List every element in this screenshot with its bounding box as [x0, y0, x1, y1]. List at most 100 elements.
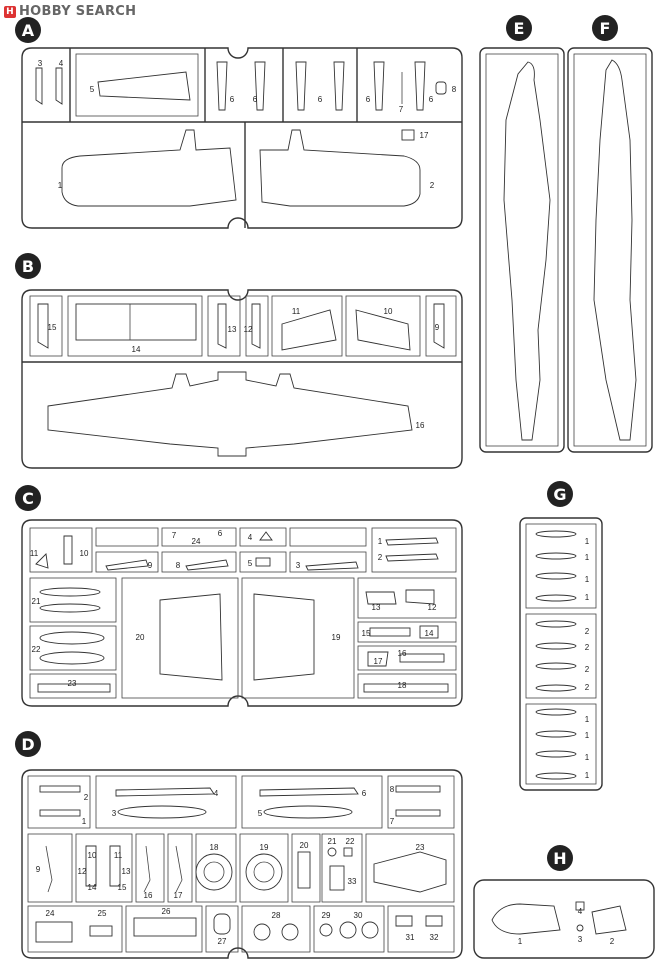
sprue-a-badge	[15, 17, 41, 43]
part-label-b9: 9	[435, 323, 440, 332]
part-c13	[365, 591, 397, 605]
part-label-g1: 1	[585, 593, 590, 602]
part-label-c11: 11	[30, 549, 39, 558]
watermark-text: HOBBY SEARCH	[19, 4, 137, 19]
part-label-c2: 2	[378, 553, 383, 562]
part-label-d1: 1	[82, 817, 87, 826]
part-d26	[133, 917, 197, 937]
part-b16	[47, 371, 413, 457]
part-label-d4: 4	[214, 789, 219, 798]
part-f-fuselage	[593, 59, 637, 441]
sprue-b: B	[15, 253, 463, 469]
part-d23	[373, 851, 447, 893]
part-label-g2: 2	[585, 665, 590, 674]
sprue-b-letter: B	[22, 257, 34, 276]
part-label-d17: 17	[174, 891, 183, 900]
part-d32	[425, 915, 443, 927]
part-label-d19: 19	[260, 843, 269, 852]
part-d6	[259, 787, 359, 797]
part-label-c6: 6	[218, 529, 223, 538]
sprue-c-frame	[21, 519, 463, 707]
part-label-b14: 14	[132, 345, 141, 354]
part-label-d22: 22	[346, 837, 355, 846]
sprue-h-frame	[473, 879, 655, 959]
part-label-d31: 31	[406, 933, 415, 942]
part-d19-wheel	[245, 853, 283, 891]
sprue-c: C	[15, 485, 463, 707]
part-c8	[185, 559, 229, 571]
part-c12	[405, 589, 435, 605]
part-e-fuselage	[503, 61, 551, 441]
part-label-d30: 30	[354, 911, 363, 920]
part-label-a6: 6	[366, 95, 371, 104]
part-label-d20: 20	[300, 841, 309, 850]
part-d5	[263, 805, 353, 819]
sprue-b-frame	[21, 289, 463, 469]
part-d24	[35, 921, 73, 943]
sprue-h: H	[473, 845, 655, 959]
part-label-c3: 3	[296, 561, 301, 570]
part-d22	[343, 847, 353, 857]
part-d16	[143, 845, 151, 893]
part-label-c24: 24	[192, 537, 201, 546]
part-label-c19: 19	[332, 633, 341, 642]
part-c2	[385, 553, 439, 562]
part-d28	[253, 923, 271, 941]
part-d7	[395, 809, 441, 817]
part-label-d29: 29	[322, 911, 331, 920]
part-g-bomb	[535, 530, 577, 538]
part-label-c14: 14	[425, 629, 434, 638]
part-label-h2: 2	[610, 937, 615, 946]
part-label-d16: 16	[144, 891, 153, 900]
part-d8	[395, 785, 441, 793]
part-label-d25: 25	[98, 909, 107, 918]
part-label-a17: 17	[420, 131, 429, 140]
sprue-a: A	[15, 17, 463, 229]
part-c1	[385, 537, 439, 546]
part-label-d26: 26	[162, 907, 171, 916]
part-a5	[97, 71, 191, 101]
part-c22	[39, 631, 105, 645]
part-c17	[367, 651, 389, 667]
part-label-h3: 3	[578, 935, 583, 944]
part-c20	[159, 593, 223, 681]
part-d2	[39, 785, 81, 793]
part-label-c20: 20	[136, 633, 145, 642]
part-label-a6: 6	[318, 95, 323, 104]
part-b12	[251, 303, 261, 349]
part-label-d18: 18	[210, 843, 219, 852]
part-b14	[75, 303, 197, 341]
part-d3	[117, 805, 207, 819]
part-d27	[213, 913, 231, 935]
part-label-h4: 4	[578, 907, 583, 916]
sprue-e-frame	[479, 47, 565, 453]
sprue-f-badge	[592, 15, 618, 41]
sprue-e-letter: E	[514, 19, 525, 38]
part-label-b16: 16	[416, 421, 425, 430]
sprue-h-badge	[547, 845, 573, 871]
part-d31	[395, 915, 413, 927]
part-label-c17: 17	[374, 657, 383, 666]
sprue-f: F	[567, 15, 653, 453]
part-c21	[39, 587, 101, 597]
part-label-g1: 1	[585, 537, 590, 546]
part-c11	[35, 553, 49, 569]
part-label-a1: 1	[58, 181, 63, 190]
part-h3	[576, 924, 584, 932]
part-label-c16: 16	[398, 649, 407, 658]
part-d4	[115, 787, 215, 797]
part-label-g2: 2	[585, 627, 590, 636]
part-label-c8: 8	[176, 561, 181, 570]
part-label-d5: 5	[258, 809, 263, 818]
part-c5	[255, 557, 271, 567]
part-label-c15: 15	[362, 629, 371, 638]
part-d17	[175, 845, 183, 893]
part-label-g1: 1	[585, 575, 590, 584]
part-label-c23: 23	[68, 679, 77, 688]
part-label-d3: 3	[112, 809, 117, 818]
part-d12	[85, 845, 97, 887]
part-label-d13: 13	[122, 867, 131, 876]
sprue-d-frame	[21, 769, 463, 959]
part-d1	[39, 809, 81, 817]
